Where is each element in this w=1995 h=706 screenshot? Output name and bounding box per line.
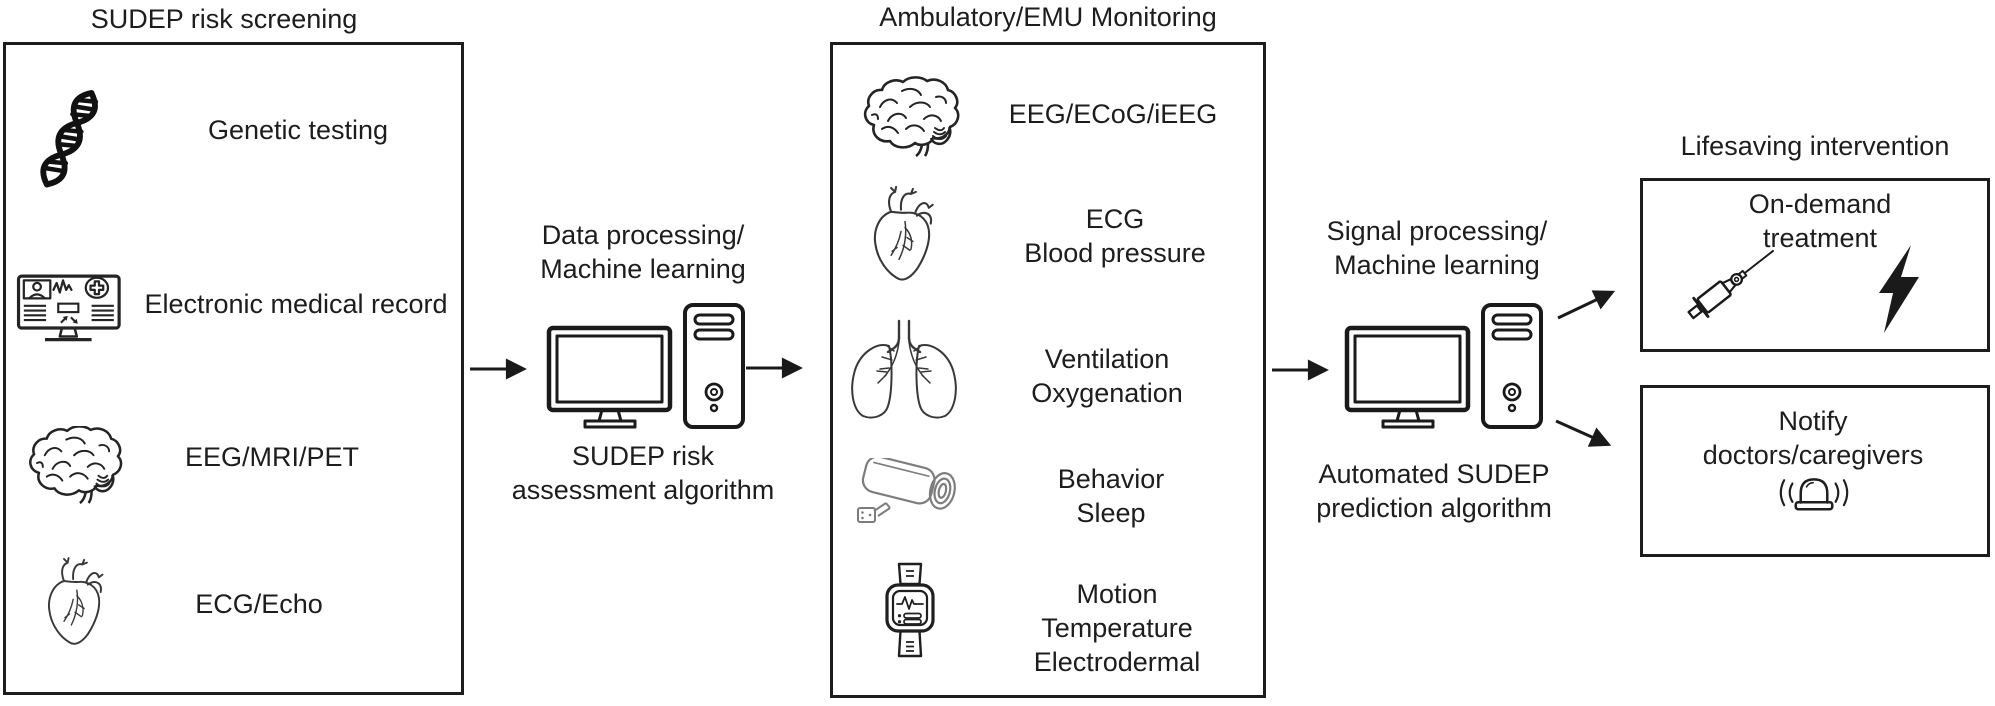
ecg-echo-label: ECG/Echo [195, 589, 323, 619]
ventilation-oxygenation-label: Ventilation Oxygenation [1031, 344, 1183, 408]
notify-box [1640, 385, 1990, 557]
screening-panel-title: SUDEP risk screening [90, 4, 358, 34]
behavior-sleep-label: Behavior Sleep [1057, 464, 1165, 528]
data-processing-label: Data processing/ Machine learning [540, 220, 746, 284]
on-demand-treatment-label: On-demand treatment [1748, 189, 1892, 253]
electronic-medical-record-label: Electronic medical record [144, 289, 448, 319]
genetic-testing-label: Genetic testing [207, 115, 389, 145]
monitoring-panel-title: Ambulatory/EMU Monitoring [879, 2, 1217, 32]
ecg-blood-pressure-label: ECG Blood pressure [1024, 204, 1206, 268]
screening-panel [3, 42, 464, 695]
on-demand-treatment-box [1640, 178, 1990, 352]
notify-doctors-caregivers-label: Notify doctors/caregivers [1702, 406, 1924, 470]
lifesaving-intervention-title: Lifesaving intervention [1680, 131, 1950, 161]
eeg-ecog-ieeg-label: EEG/ECoG/iEEG [1008, 99, 1218, 129]
arrow-prediction-to-notify [1555, 419, 1612, 447]
monitoring-panel [830, 42, 1266, 698]
arrow-prediction-to-treatment [1557, 290, 1616, 320]
motion-temperature-electrodermal-label: Motion Temperature Electrodermal [1033, 579, 1201, 677]
automated-sudep-prediction-label: Automated SUDEP prediction algorithm [1316, 459, 1552, 523]
signal-processing-label: Signal processing/ Machine learning [1326, 216, 1548, 280]
sudep-risk-assessment-label: SUDEP risk assessment algorithm [511, 441, 775, 505]
eeg-mri-pet-label: EEG/MRI/PET [184, 442, 360, 472]
